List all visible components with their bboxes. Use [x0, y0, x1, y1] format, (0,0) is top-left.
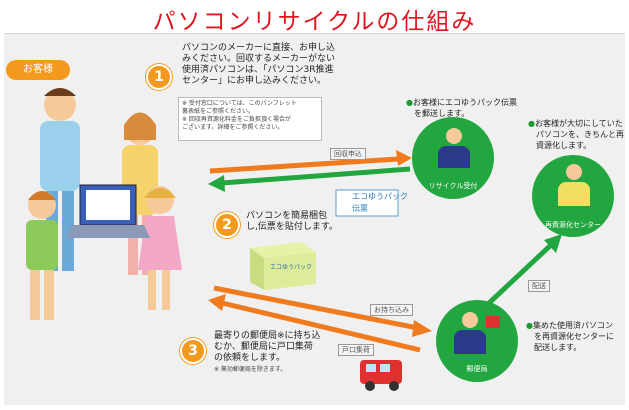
- step3-line: むか、郵便局に戸口集荷: [214, 342, 313, 352]
- bullet-line: を郵送します。: [414, 109, 470, 118]
- pickup-tag: 戸口集荷: [338, 344, 374, 356]
- mail-truck-illustration: [360, 360, 402, 391]
- step1-line: みください。回収するメーカーがない: [182, 54, 336, 64]
- bullet-line: 資源化します。: [536, 141, 592, 150]
- bring-tag: お持ち込み: [370, 304, 413, 316]
- package-label: エコゆうパック: [270, 264, 313, 271]
- bullet-dot-icon: ●: [406, 98, 413, 107]
- apply-arrow: [209, 150, 412, 174]
- step2-number: 2: [214, 212, 240, 238]
- recycle-person-icon: [566, 164, 582, 180]
- note-line: ございます。詳細をご参照ください。: [182, 124, 284, 131]
- reception-bullet: ●お客様にエコゆうパック伝票 を郵送します。: [406, 97, 517, 119]
- post-suit-icon: [454, 330, 486, 354]
- eco-slip-card: [335, 189, 399, 217]
- note-line: ※ 回収再資源化料金をご負担頂く場合が: [182, 116, 291, 123]
- apply-tag: 回収申込: [330, 148, 366, 160]
- slip-arrow: [208, 166, 411, 192]
- step1-line: パソコンのメーカーに直接、お申し込: [182, 43, 336, 53]
- eco-slip-line1: エコゆうパック: [352, 192, 408, 201]
- post-mark-icon: [486, 316, 500, 328]
- reception-label: リサイクル受付: [428, 182, 478, 190]
- bullet-line: 配送します。: [534, 343, 582, 352]
- bullet-line: お客様にエコゆうパック伝票: [412, 98, 517, 107]
- package-box-illustration: [250, 242, 316, 290]
- recycle-shirt-icon: [558, 182, 590, 206]
- step2-line: パソコンを簡易梱包: [246, 211, 328, 221]
- step1-notes: ※ 受付窓口については、このパンフレット 裏表紙をご参照ください。 ※ 回収再資…: [182, 100, 297, 132]
- step1-notes-box: [178, 97, 322, 141]
- bring-arrow: [213, 285, 432, 337]
- note-line: 裏表紙をご参照ください。: [182, 108, 255, 115]
- reception-suit-icon: [438, 146, 470, 168]
- step2-line: し,伝票を貼付します。: [246, 222, 338, 232]
- bullet-line: 集めた使用済パソコン: [532, 321, 613, 330]
- step3-number: 3: [180, 338, 206, 364]
- reception-person-icon: [446, 128, 462, 144]
- bullet-line: を再資源化センターに: [534, 332, 614, 341]
- recycling-center-label: 再資源化センター: [545, 221, 601, 229]
- bullet-dot-icon: ●: [526, 321, 533, 330]
- post-person-icon: [462, 312, 478, 328]
- bullet-line: パソコンを、きちんと再: [536, 130, 624, 139]
- note-line: ※ 受付窓口については、このパンフレット: [182, 100, 297, 107]
- step1-line: センター」にお申し込みください。: [182, 76, 327, 86]
- customer-family-illustration: [26, 88, 182, 320]
- bullet-dot-icon: ●: [528, 119, 535, 128]
- step3-line: の依頼をします。: [214, 353, 286, 363]
- page-title: パソコンリサイクルの仕組み: [152, 9, 477, 35]
- step2-text: パソコンを簡易梱包 し,伝票を貼付します。: [246, 211, 338, 233]
- post-office-label: 郵便局: [466, 365, 488, 373]
- deliver-arrow: [486, 234, 562, 306]
- bullet-line: お客様が大切にしていた: [534, 119, 623, 128]
- step3-text: 最寄りの郵便局※に持ち込 むか、郵便局に戸口集荷 の依頼をします。: [214, 331, 321, 364]
- recycling-center-bullet: ●お客様が大切にしていた パソコンを、きちんと再 資源化します。: [528, 118, 624, 151]
- step1-number: 1: [146, 64, 172, 90]
- pickup-arrow: [208, 294, 421, 353]
- post-office-bullet: ●集めた使用済パソコン を再資源化センターに 配送します。: [526, 320, 614, 353]
- step1-line: 使用済パソコンは、「パソコン3R推進: [182, 65, 334, 75]
- eco-slip-line2: 伝票: [352, 204, 368, 213]
- step3-line: 最寄りの郵便局※に持ち込: [214, 331, 321, 341]
- customer-badge: お客様: [6, 60, 70, 80]
- step1-text: パソコンのメーカーに直接、お申し込 みください。回収するメーカーがない 使用済パ…: [182, 43, 335, 87]
- deliver-tag: 配送: [528, 280, 550, 292]
- step3-footnote: ※ 無効郵便局を除きます。: [214, 366, 287, 373]
